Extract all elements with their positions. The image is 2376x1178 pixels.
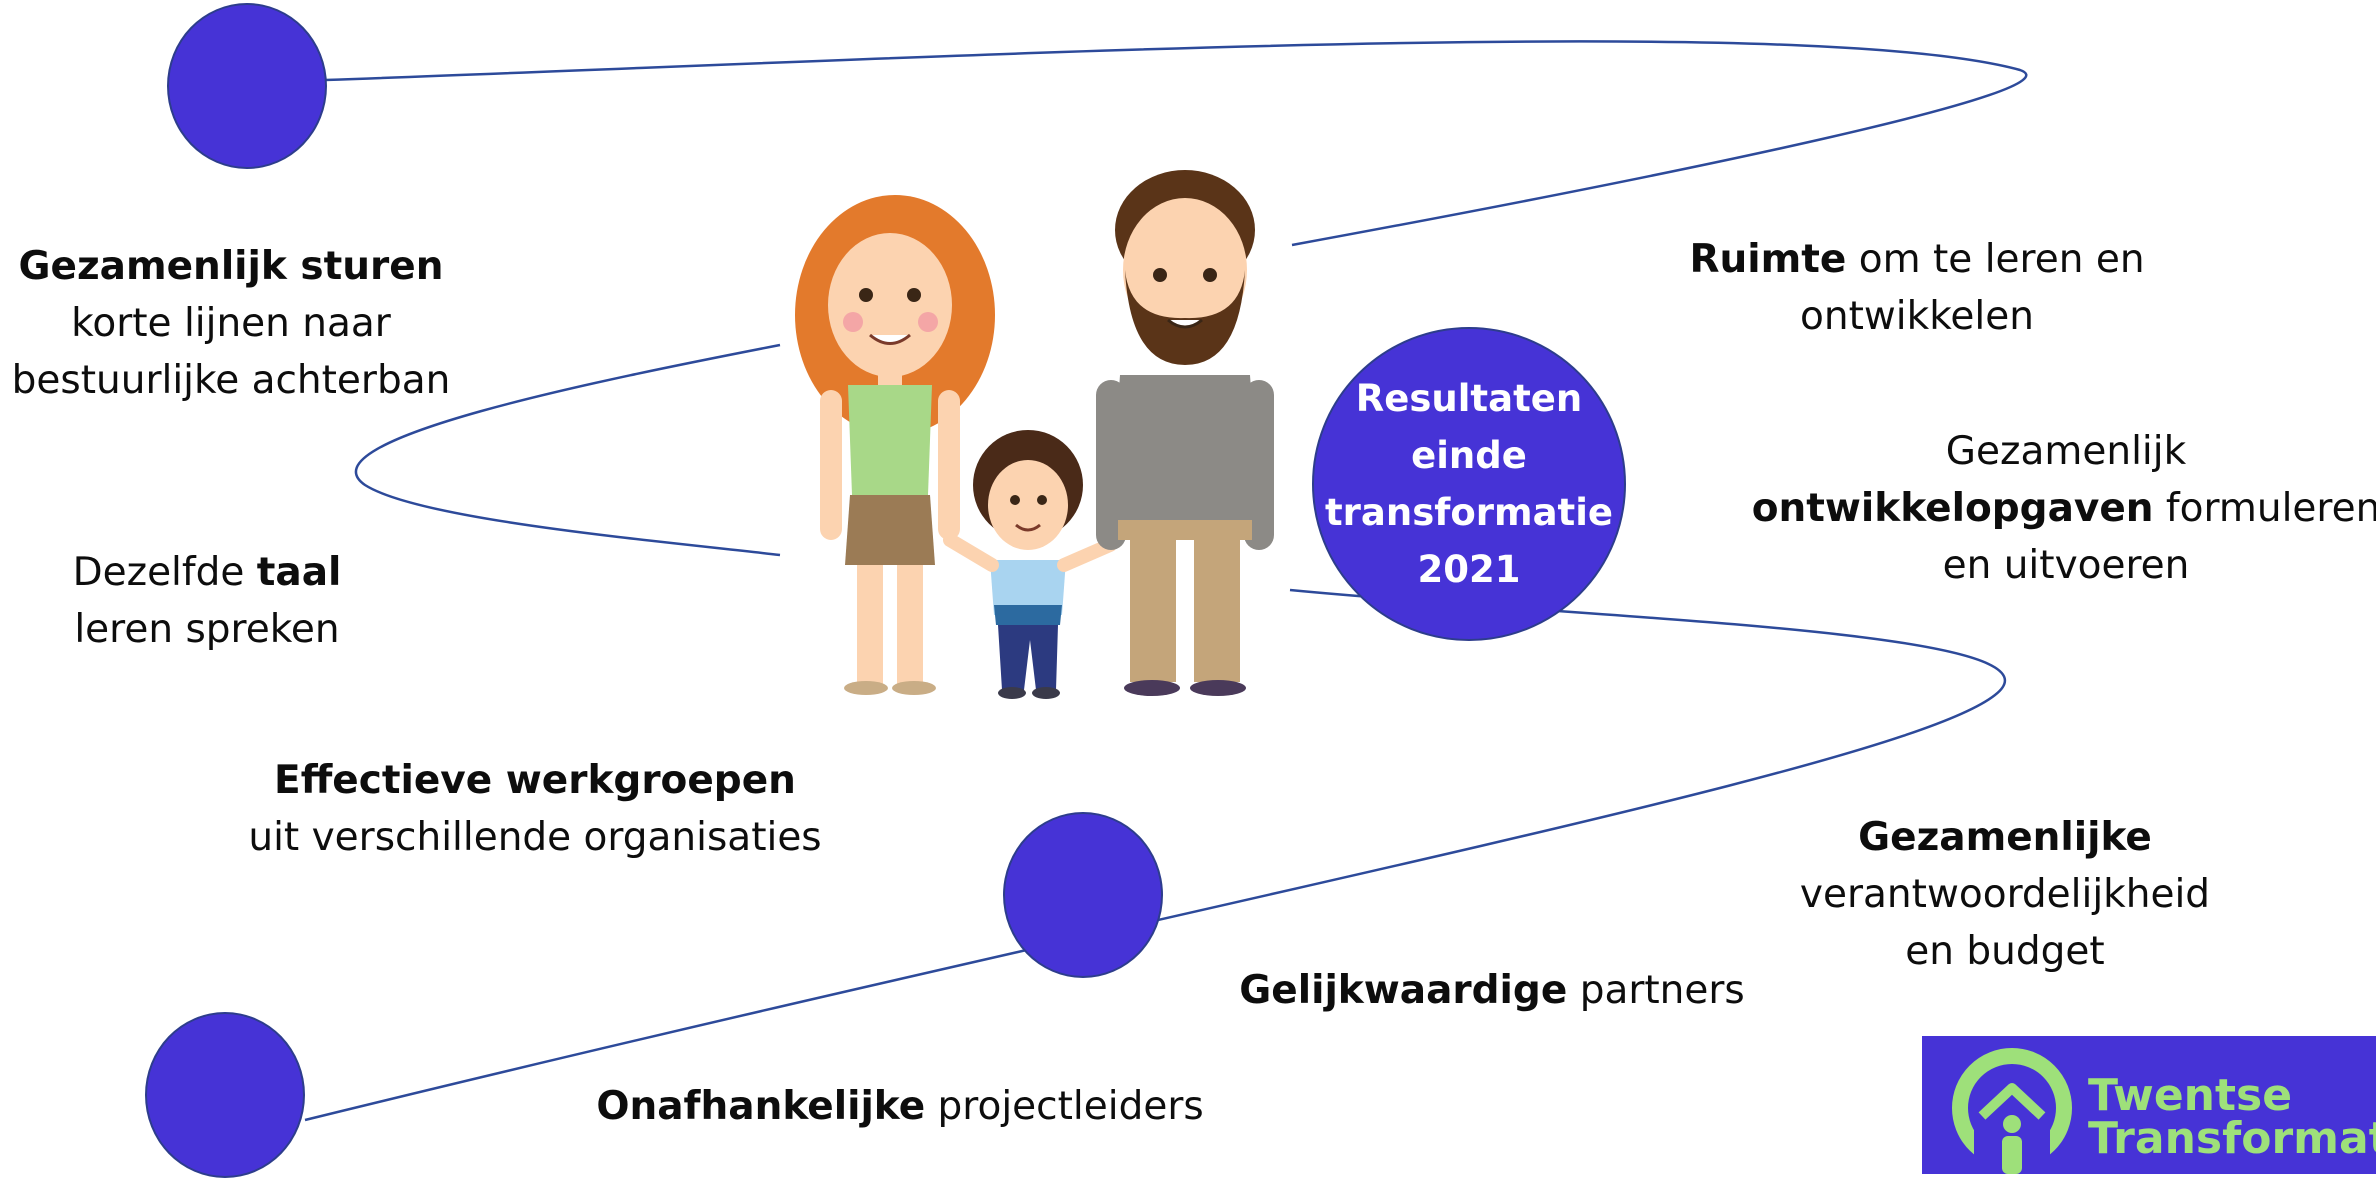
label-line: uit verschillende organisaties [248,815,822,860]
label-text: Dezelfde [72,550,257,595]
twentse-transformatie-logo: Twentse Transformatie [1922,1036,2376,1174]
label-text: formuleren [2153,486,2376,531]
label-line: en budget [1905,929,2105,974]
label-line: Gezamenlijk [1945,429,2187,474]
man-figure [1096,170,1274,696]
milestone-circle-top [167,3,327,169]
label-text: om te leren en [1846,237,2145,282]
label-taal: Dezelfde taal leren spreken [73,544,342,658]
center-line-3: transformatie [1324,491,1613,534]
label-ontwikkelopgaven: Gezamenlijk ontwikkelopgaven formuleren … [1752,423,2376,594]
label-bold: Gezamenlijk sturen [18,244,444,289]
label-bold: Ruimte [1689,237,1847,282]
label-line: korte lijnen naar [71,301,391,346]
child-figure [943,430,1117,699]
house-icon [1952,1048,2072,1174]
label-text: projectleiders [925,1084,1204,1129]
label-line: leren spreken [74,607,340,652]
label-ruimte: Ruimte om te leren en ontwikkelen [1689,231,2144,345]
label-bold: Gezamenlijke [1858,815,2152,860]
label-bold: ontwikkelopgaven [1751,486,2154,531]
label-gelijkwaardige: Gelijkwaardige partners [1239,962,1745,1019]
label-bold: Onafhankelijke [596,1084,926,1129]
path-segment-top [324,40,2028,247]
label-gezamenlijk-sturen: Gezamenlijk sturen korte lijnen naar bes… [12,238,451,409]
label-bold: Gelijkwaardige [1239,968,1568,1013]
center-line-4: 2021 [1417,548,1521,591]
logo-line-2: Transformatie [2088,1113,2376,1164]
woman-figure [795,195,995,695]
milestone-circle-middle [1003,812,1163,978]
label-line: en uitvoeren [1942,543,2190,588]
label-werkgroepen: Effectieve werkgroepen uit verschillende… [248,752,821,866]
path-segment-bottom [304,588,2006,1122]
label-bold: taal [256,550,342,595]
logo-line-1: Twentse [2088,1070,2293,1121]
path-segment-left [354,343,781,557]
label-onafhankelijke: Onafhankelijke projectleiders [596,1078,1203,1135]
label-line: bestuurlijke achterban [11,358,451,403]
label-text: partners [1567,968,1745,1013]
logo-text: Twentse Transformatie [2088,1074,2376,1161]
label-verantwoordelijkheid: Gezamenlijke verantwoordelijkheid en bud… [1800,809,2210,980]
label-line: verantwoordelijkheid [1799,872,2211,917]
center-line-2: einde [1411,434,1527,477]
label-line: ontwikkelen [1800,294,2034,339]
label-bold: Effectieve werkgroepen [274,758,796,803]
center-line-1: Resultaten [1355,377,1583,420]
center-result-circle: Resultaten einde transformatie 2021 [1312,327,1626,641]
milestone-circle-bottom [145,1012,305,1178]
